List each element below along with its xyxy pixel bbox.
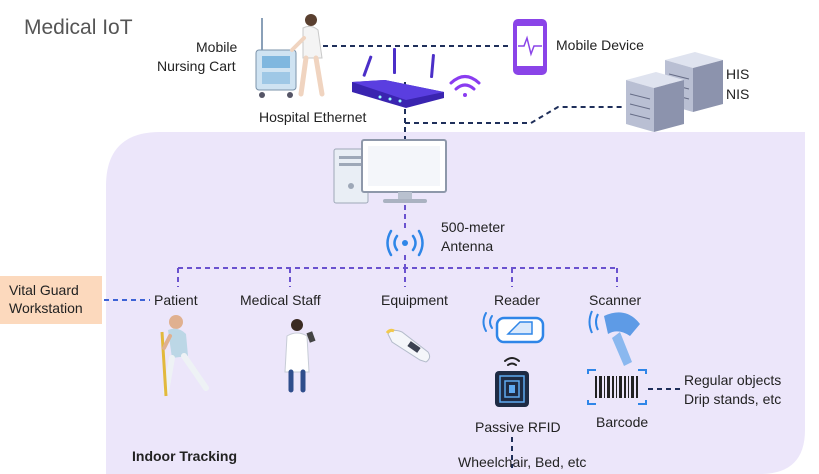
passive-rfid-label: Passive RFID [475,419,561,435]
nursing-cart-icon [255,14,325,98]
nis-label: NIS [726,86,750,102]
barcode-label: Barcode [596,414,649,430]
barcode-icon [587,369,647,405]
drip-stands-label: Drip stands, etc [684,391,782,407]
his-label: HIS [726,66,750,82]
nursing-cart-label-line2: Nursing Cart [157,58,236,74]
indoor-tracking-label: Indoor Tracking [132,448,238,464]
router-icon [352,48,444,108]
thermometer-icon [385,328,431,363]
hospital-ethernet-label: Hospital Ethernet [259,109,367,125]
desktop-computer-icon [333,139,447,204]
reader-label: Reader [494,292,540,308]
equipment-label: Equipment [381,292,448,308]
server-icon [626,52,723,132]
wheelchair-label: Wheelchair, Bed, etc [458,454,587,470]
rfid-tag-icon [495,357,529,407]
reader-icon [482,312,545,344]
diagram-title: Medical IoT [24,16,133,39]
vital-guard-label-line1: Vital Guard [9,282,79,298]
medical-staff-label: Medical Staff [240,292,321,308]
mobile-device-label: Mobile Device [556,37,644,53]
antenna-icon [386,229,424,257]
barcode-scanner-icon [588,310,640,366]
link-his-to-network [405,106,624,124]
scanner-label: Scanner [589,292,642,308]
vital-guard-label-line2: Workstation [9,300,83,316]
antenna-label-line1: 500-meter [441,219,505,235]
mobile-device-icon [513,19,547,75]
antenna-label-line2: Antenna [441,238,494,254]
medical-staff-icon [284,319,316,393]
patient-label: Patient [154,292,198,308]
vital-guard-workstation-box: Vital Guard Workstation [0,276,102,324]
patient-icon [160,315,209,397]
network-links [104,45,680,468]
nursing-cart-label-line1: Mobile [196,39,238,55]
indoor-tracking-zone [106,132,805,474]
regular-objects-label: Regular objects [684,372,782,388]
wifi-icon [449,75,481,97]
